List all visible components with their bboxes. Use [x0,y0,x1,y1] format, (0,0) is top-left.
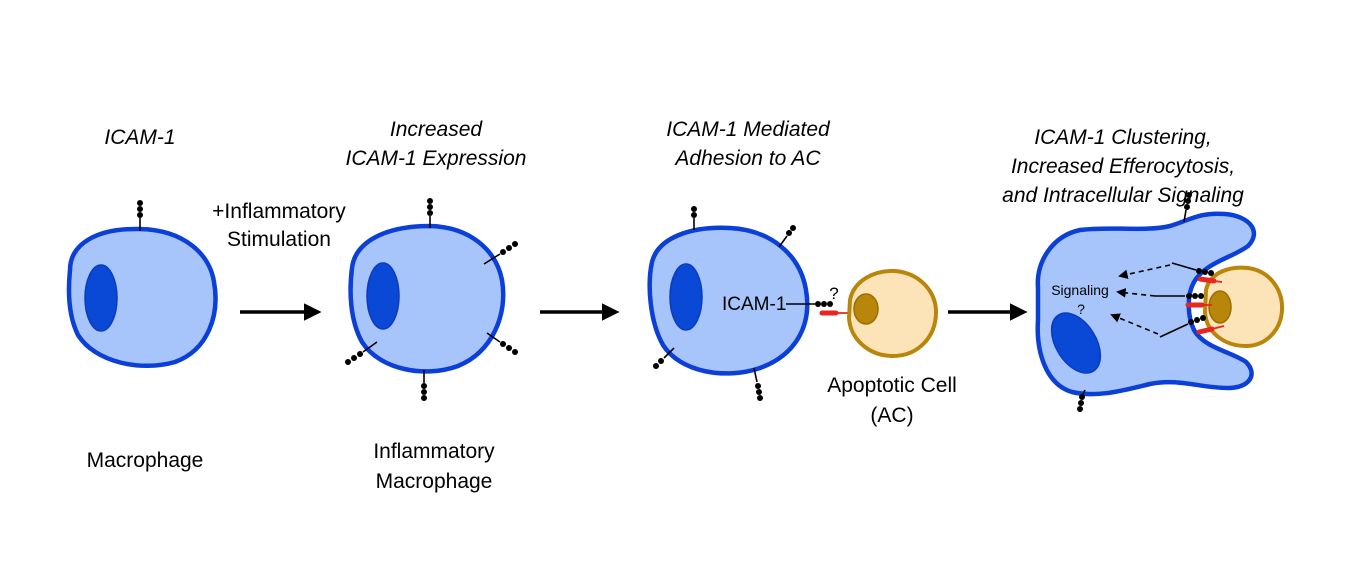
panel-2: Increased ICAM-1 Expression Inflammatory… [345,118,526,493]
panel-4-title-line-2: Increased Efferocytosis, [1011,155,1235,178]
apoptotic-cell-label-line-2: (AC) [870,404,913,427]
icam1-receptor [1183,192,1192,223]
panel-3-title-line-2: Adhesion to AC [673,147,821,170]
panel-3-title-line-1: ICAM-1 Mediated [666,118,831,141]
nucleus [669,263,703,331]
panel-1: ICAM-1 Macrophage [66,126,218,472]
icam1-label: ICAM-1 [722,294,786,315]
icam1-receptor [345,341,378,365]
ac-nucleus [853,293,879,325]
icam1-receptor [427,198,433,228]
apoptotic-cell [846,268,939,359]
icam1-receptor [483,241,518,265]
icam1-receptor [753,367,763,401]
panel-2-caption-line-1: Inflammatory [373,440,495,463]
signaling-arrow [1116,288,1156,298]
icam1-receptor [137,200,143,231]
panel-1-caption-line-1: Macrophage [87,449,204,472]
nucleus [366,262,400,330]
signaling-label: Signaling [1051,282,1109,298]
inflammatory-macrophage-cell [348,223,506,374]
nucleus [1050,312,1102,374]
nucleus [84,264,118,332]
stimulus-label-line-2: Stimulation [227,228,331,251]
panel-4-title-line-3: and Intracellular Signaling [1002,184,1244,207]
icam1-receptor [691,206,697,230]
panel-2-caption-line-2: Macrophage [376,470,493,493]
icam1-receptor [1077,389,1086,412]
icam1-receptor [421,370,427,401]
icam1-receptor [778,225,796,248]
stimulus-label-line-1: +Inflammatory [212,200,346,223]
panel-2-title-line-2: ICAM-1 Expression [346,147,527,170]
icam1-receptor [786,301,833,307]
icam1-receptor [486,332,518,355]
unknown-ligand-label: ? [829,284,838,303]
icam1-receptor [653,347,675,369]
panel-4-title-line-1: ICAM-1 Clustering, [1034,126,1211,149]
apoptotic-cell [1202,265,1285,349]
apoptotic-cell-label-line-1: Apoptotic Cell [827,374,957,397]
icam1-ligand-pair [1171,262,1223,284]
panel-2-title-line-1: Increased [390,118,484,141]
icam1-ligand-pair [1155,293,1212,308]
panel-1-title-line-1: ICAM-1 [104,126,175,149]
macrophage-cell [66,226,218,369]
panel-3: ICAM-1 Mediated Adhesion to AC ICAM-1 ? [647,118,957,427]
ac-nucleus [1208,290,1232,324]
signaling-question-label: ? [1077,301,1085,317]
panel-4: ICAM-1 Clustering, Increased Efferocytos… [1002,126,1285,412]
icam1-ligand-pair [1159,315,1225,338]
